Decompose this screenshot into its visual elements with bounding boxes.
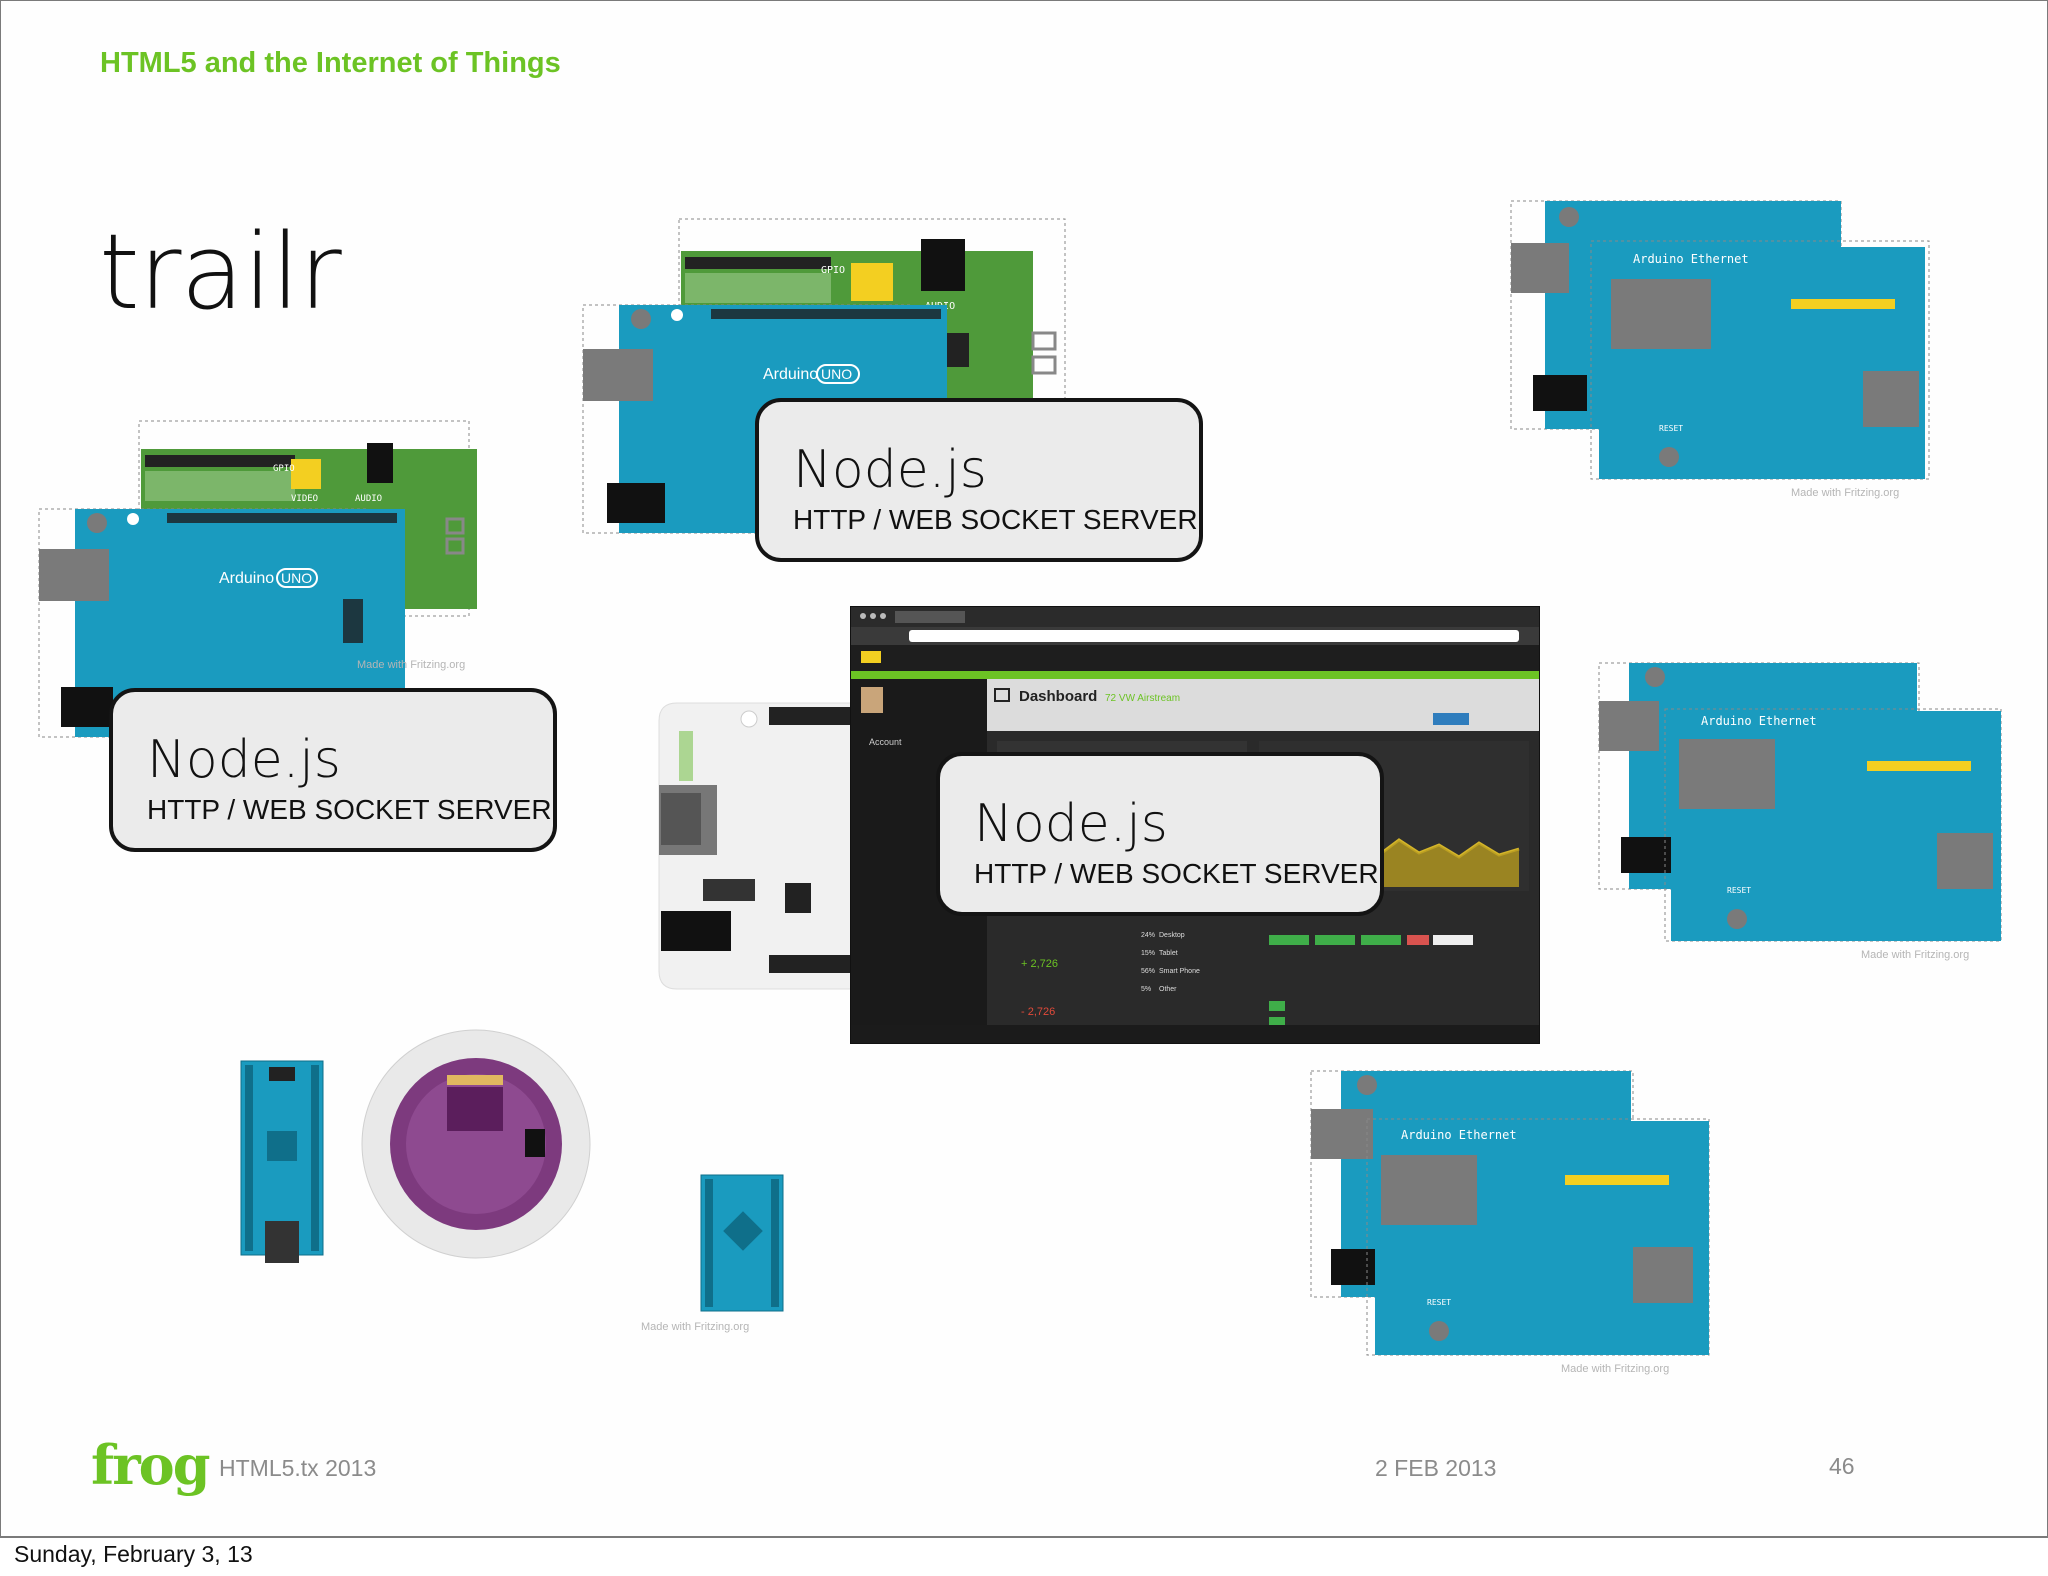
arduino-nano-board: [240, 1060, 324, 1263]
svg-text:Account: Account: [869, 737, 902, 747]
svg-text:GPIO: GPIO: [273, 464, 295, 474]
fritzing-credit: Made with Fritzing.org: [1561, 1363, 1670, 1375]
svg-text:VIDEO: VIDEO: [291, 494, 318, 504]
arduino-pro-mini-board: [700, 1174, 784, 1312]
svg-text:Other: Other: [1159, 986, 1177, 993]
callout-subtitle: HTTP / WEB SOCKET SERVER: [147, 794, 552, 825]
svg-text:GPIO: GPIO: [821, 265, 845, 276]
frog-logo: frog: [91, 1433, 210, 1497]
svg-text:Arduino: Arduino: [763, 366, 818, 383]
svg-text:Desktop: Desktop: [1159, 932, 1185, 939]
callout-title: Node.js: [147, 730, 341, 790]
print-date: Sunday, February 3, 13: [14, 1541, 253, 1567]
svg-text:Arduino: Arduino: [219, 570, 274, 587]
nodejs-callout-left: Node.js HTTP / WEB SOCKET SERVER: [109, 688, 557, 852]
beaglebone-board: [658, 702, 859, 990]
nodejs-callout-top: Node.js HTTP / WEB SOCKET SERVER: [755, 398, 1203, 562]
svg-text:RESET: RESET: [1727, 886, 1751, 895]
svg-text:Smart Phone: Smart Phone: [1159, 968, 1200, 975]
svg-text:Arduino Ethernet: Arduino Ethernet: [1633, 252, 1749, 266]
svg-text:15%: 15%: [1141, 950, 1155, 957]
footer-event-name: HTML5.tx 2013: [219, 1455, 377, 1481]
svg-text:UNO: UNO: [281, 570, 312, 586]
arduino-ethernet-bottom-right: Arduino Ethernet RESET: [1310, 1070, 1710, 1356]
svg-text:RESET: RESET: [1427, 1298, 1451, 1307]
slide-title: trailr: [99, 211, 342, 333]
svg-text:RESET: RESET: [1659, 424, 1683, 433]
arduino-ethernet-right: Arduino Ethernet RESET: [1598, 662, 2002, 942]
svg-text:UNO: UNO: [821, 366, 852, 382]
callout-subtitle: HTTP / WEB SOCKET SERVER: [974, 858, 1379, 889]
footer-date: 2 FEB 2013: [1375, 1455, 1497, 1481]
fritzing-credit: Made with Fritzing.org: [357, 659, 466, 671]
svg-text:AUDIO: AUDIO: [355, 494, 382, 504]
svg-text:72 VW Airstream: 72 VW Airstream: [1105, 693, 1180, 704]
lilypad-arduino-board: [361, 1029, 591, 1259]
callout-title: Node.js: [974, 794, 1168, 854]
svg-text:Dashboard: Dashboard: [1019, 688, 1097, 705]
fritzing-credit: Made with Fritzing.org: [641, 1321, 750, 1333]
svg-text:- 2,726: - 2,726: [1021, 1006, 1055, 1018]
arduino-ethernet-top-right: Arduino Ethernet RESET: [1510, 200, 1930, 480]
svg-text:Arduino Ethernet: Arduino Ethernet: [1401, 1128, 1517, 1142]
callout-subtitle: HTTP / WEB SOCKET SERVER: [793, 504, 1198, 535]
svg-text:+ 2,726: + 2,726: [1021, 958, 1058, 970]
page-number: 46: [1829, 1453, 1855, 1479]
fritzing-credit: Made with Fritzing.org: [1861, 949, 1970, 961]
svg-text:24%: 24%: [1141, 932, 1155, 939]
nodejs-callout-center: Node.js HTTP / WEB SOCKET SERVER: [936, 752, 1384, 916]
slide: HTML5 and the Internet of Things trailr …: [0, 0, 2048, 1538]
svg-text:56%: 56%: [1141, 968, 1155, 975]
fritzing-credit: Made with Fritzing.org: [1791, 487, 1900, 499]
svg-text:5%: 5%: [1141, 986, 1151, 993]
svg-text:Arduino Ethernet: Arduino Ethernet: [1701, 714, 1817, 728]
svg-text:Tablet: Tablet: [1159, 950, 1178, 957]
presentation-title: HTML5 and the Internet of Things: [100, 47, 561, 79]
callout-title: Node.js: [793, 440, 987, 500]
